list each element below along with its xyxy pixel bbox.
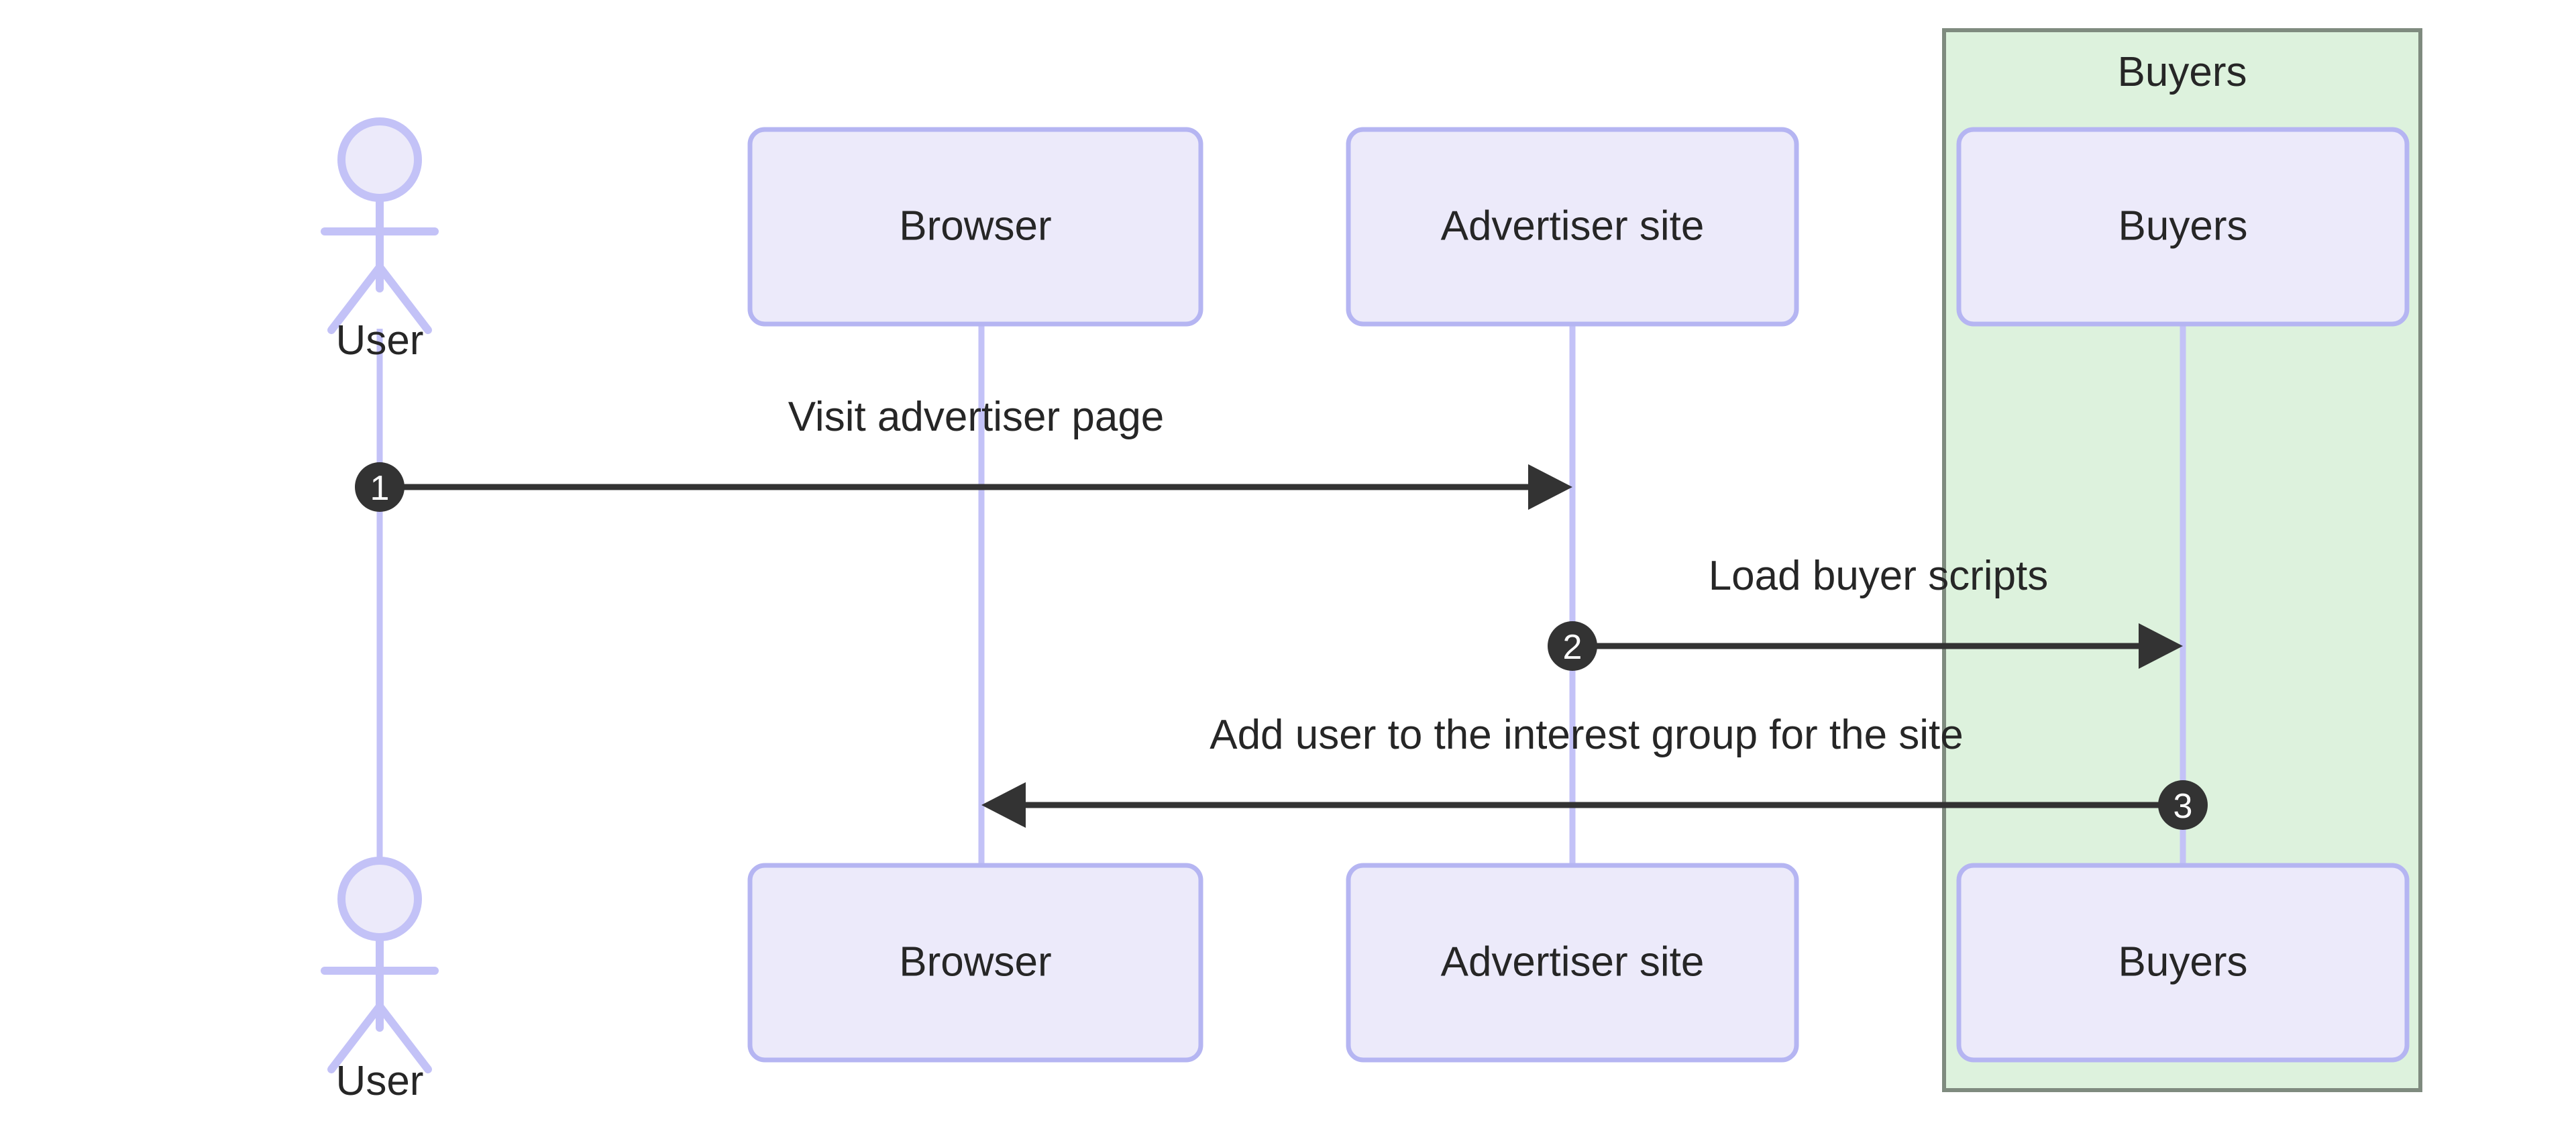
message-label-1: Visit advertiser page: [788, 394, 1165, 440]
group-box-label: Buyers: [2118, 49, 2247, 95]
sequence-badge-label-2: 2: [1563, 628, 1582, 667]
participant-label-buyers-top: Buyers: [2118, 203, 2248, 249]
participant-box: [1956, 863, 2410, 1063]
arrowhead-icon: [2139, 623, 2183, 669]
sequence-badge-label-3: 3: [2174, 787, 2193, 826]
message-1[interactable]: Visit advertiser page 1: [355, 394, 1572, 512]
participant-buyers-top[interactable]: Buyers: [1956, 127, 2410, 327]
actor-user-bottom[interactable]: User: [321, 857, 439, 1104]
participant-box: [1346, 863, 1799, 1063]
sequence-badge-1: [355, 462, 405, 512]
participant-browser-bottom[interactable]: Browser: [747, 863, 1203, 1063]
participant-label-advertiser-site-top: Advertiser site: [1441, 203, 1705, 249]
actor-body-icon: [321, 933, 439, 1073]
participant-box: [1346, 127, 1799, 327]
message-3[interactable]: Add user to the interest group for the s…: [981, 712, 2208, 830]
participant-browser-top[interactable]: Browser: [747, 127, 1203, 327]
participant-buyers-bottom[interactable]: Buyers: [1956, 863, 2410, 1063]
actor-label-user-top: User: [336, 317, 424, 364]
participant-box: [747, 863, 1203, 1063]
participant-label-browser-top: Browser: [899, 203, 1051, 249]
participant-label-browser-bottom: Browser: [899, 939, 1051, 985]
sequence-badge-3: [2158, 780, 2208, 830]
actor-head-icon: [337, 117, 422, 202]
message-label-3: Add user to the interest group for the s…: [1210, 712, 1964, 758]
sequence-badge-label-1: 1: [370, 469, 390, 508]
message-label-2: Load buyer scripts: [1709, 553, 2049, 599]
participant-label-advertiser-site-bottom: Advertiser site: [1441, 939, 1705, 985]
actor-body-icon: [321, 194, 439, 334]
participant-advertiser-site-bottom[interactable]: Advertiser site: [1346, 863, 1799, 1063]
arrowhead-icon: [1528, 464, 1572, 510]
sequence-badge-2: [1548, 621, 1597, 671]
participant-advertiser-site-top[interactable]: Advertiser site: [1346, 127, 1799, 327]
participant-label-buyers-bottom: Buyers: [2118, 939, 2248, 985]
participant-box: [747, 127, 1203, 327]
actor-head-icon: [337, 857, 422, 941]
actor-label-user-bottom: User: [336, 1058, 424, 1104]
arrowhead-icon: [981, 782, 1026, 828]
actor-user-top[interactable]: User: [321, 117, 439, 364]
message-2[interactable]: Load buyer scripts 2: [1548, 553, 2183, 671]
participant-box: [1956, 127, 2410, 327]
